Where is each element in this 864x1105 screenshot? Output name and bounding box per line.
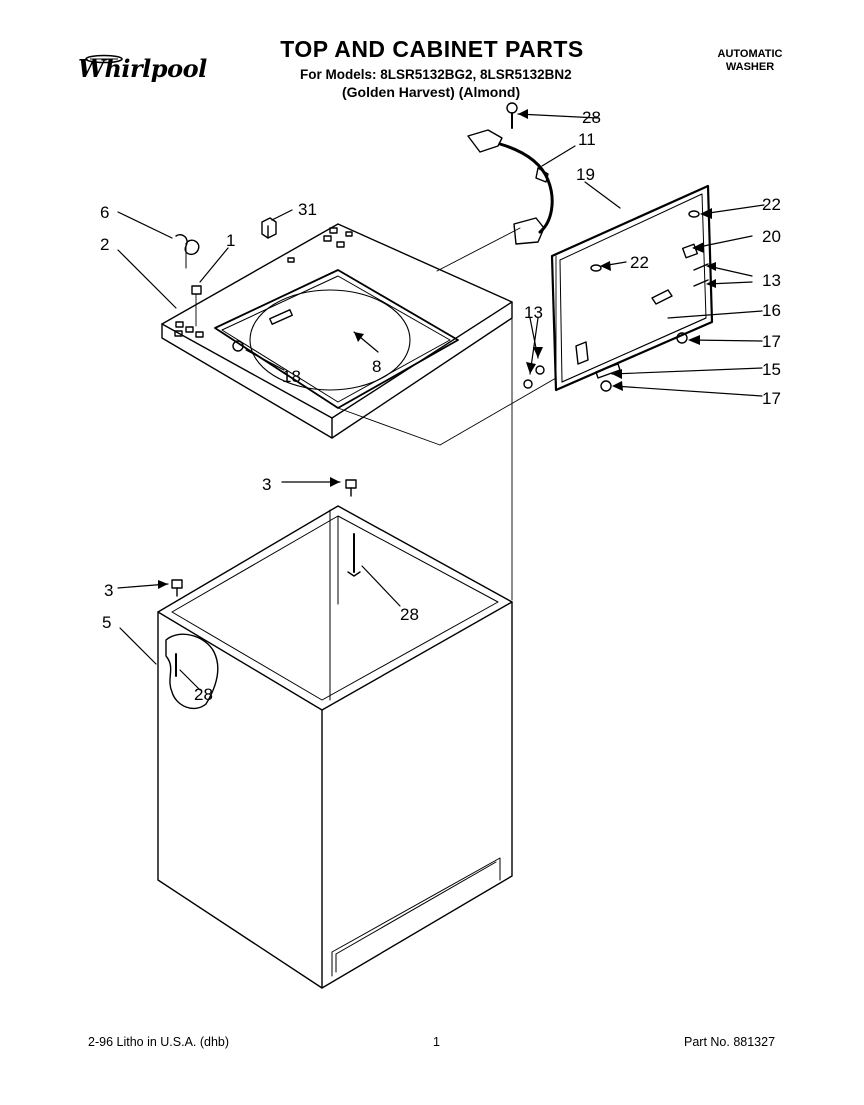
callout-5: 5 [102,613,111,632]
litho-note: 2-96 Litho in U.S.A. (dhb) [88,1035,230,1049]
callout-3-lower: 3 [104,581,113,600]
callout-6: 6 [100,203,109,222]
page-number: 1 [433,1035,440,1049]
callout-31: 31 [298,200,317,219]
callout-22-right: 22 [762,195,781,214]
callout-13-right: 13 [762,271,781,290]
washer-lid [523,184,714,392]
callout-22-inner: 22 [630,253,649,272]
cabinet-clip-lower [171,579,183,597]
callout-20: 20 [762,227,781,246]
top-panel [161,223,513,439]
screw-top [506,102,518,129]
appliance-line-2: WASHER [725,61,775,73]
clip [191,285,202,327]
callout-28-lower: 28 [194,685,213,704]
cabinet-clip-upper [345,479,357,497]
cabinet [157,505,513,989]
arrowheads [158,109,716,589]
logo-swoosh-icon [85,54,123,64]
projection-lines [337,227,557,601]
callout-15: 15 [762,360,781,379]
callout-labels: 6 2 1 31 28 11 19 22 20 22 13 16 13 17 1… [100,108,781,704]
page-title: TOP AND CABINET PARTS [280,36,584,62]
callout-28-middle: 28 [400,605,419,624]
callout-17-lower: 17 [762,389,781,408]
leader-lines [117,113,765,691]
callout-18: 18 [282,367,301,386]
lid-switch-harness [467,129,554,245]
hinge-spring [175,234,200,269]
part-number: Part No. 881327 [684,1035,776,1049]
callout-8: 8 [372,357,381,376]
lid-switch-clip [261,217,277,239]
colors-line: (Golden Harvest) (Almond) [342,84,521,100]
models-line: For Models: 8LSR5132BG2, 8LSR5132BN2 [300,67,572,82]
callout-16: 16 [762,301,781,320]
appliance-line-1: AUTOMATIC [717,48,783,60]
callout-17-upper: 17 [762,332,781,351]
appliance-type: AUTOMATIC WASHER [700,48,800,74]
callout-1: 1 [226,231,235,250]
callout-19: 19 [576,165,595,184]
brand-logo: Whirlpool [78,54,207,83]
callout-11: 11 [578,130,596,149]
callout-28-top: 28 [582,108,601,127]
callout-13-left: 13 [524,303,543,322]
callout-2: 2 [100,235,109,254]
callout-3-upper: 3 [262,475,271,494]
